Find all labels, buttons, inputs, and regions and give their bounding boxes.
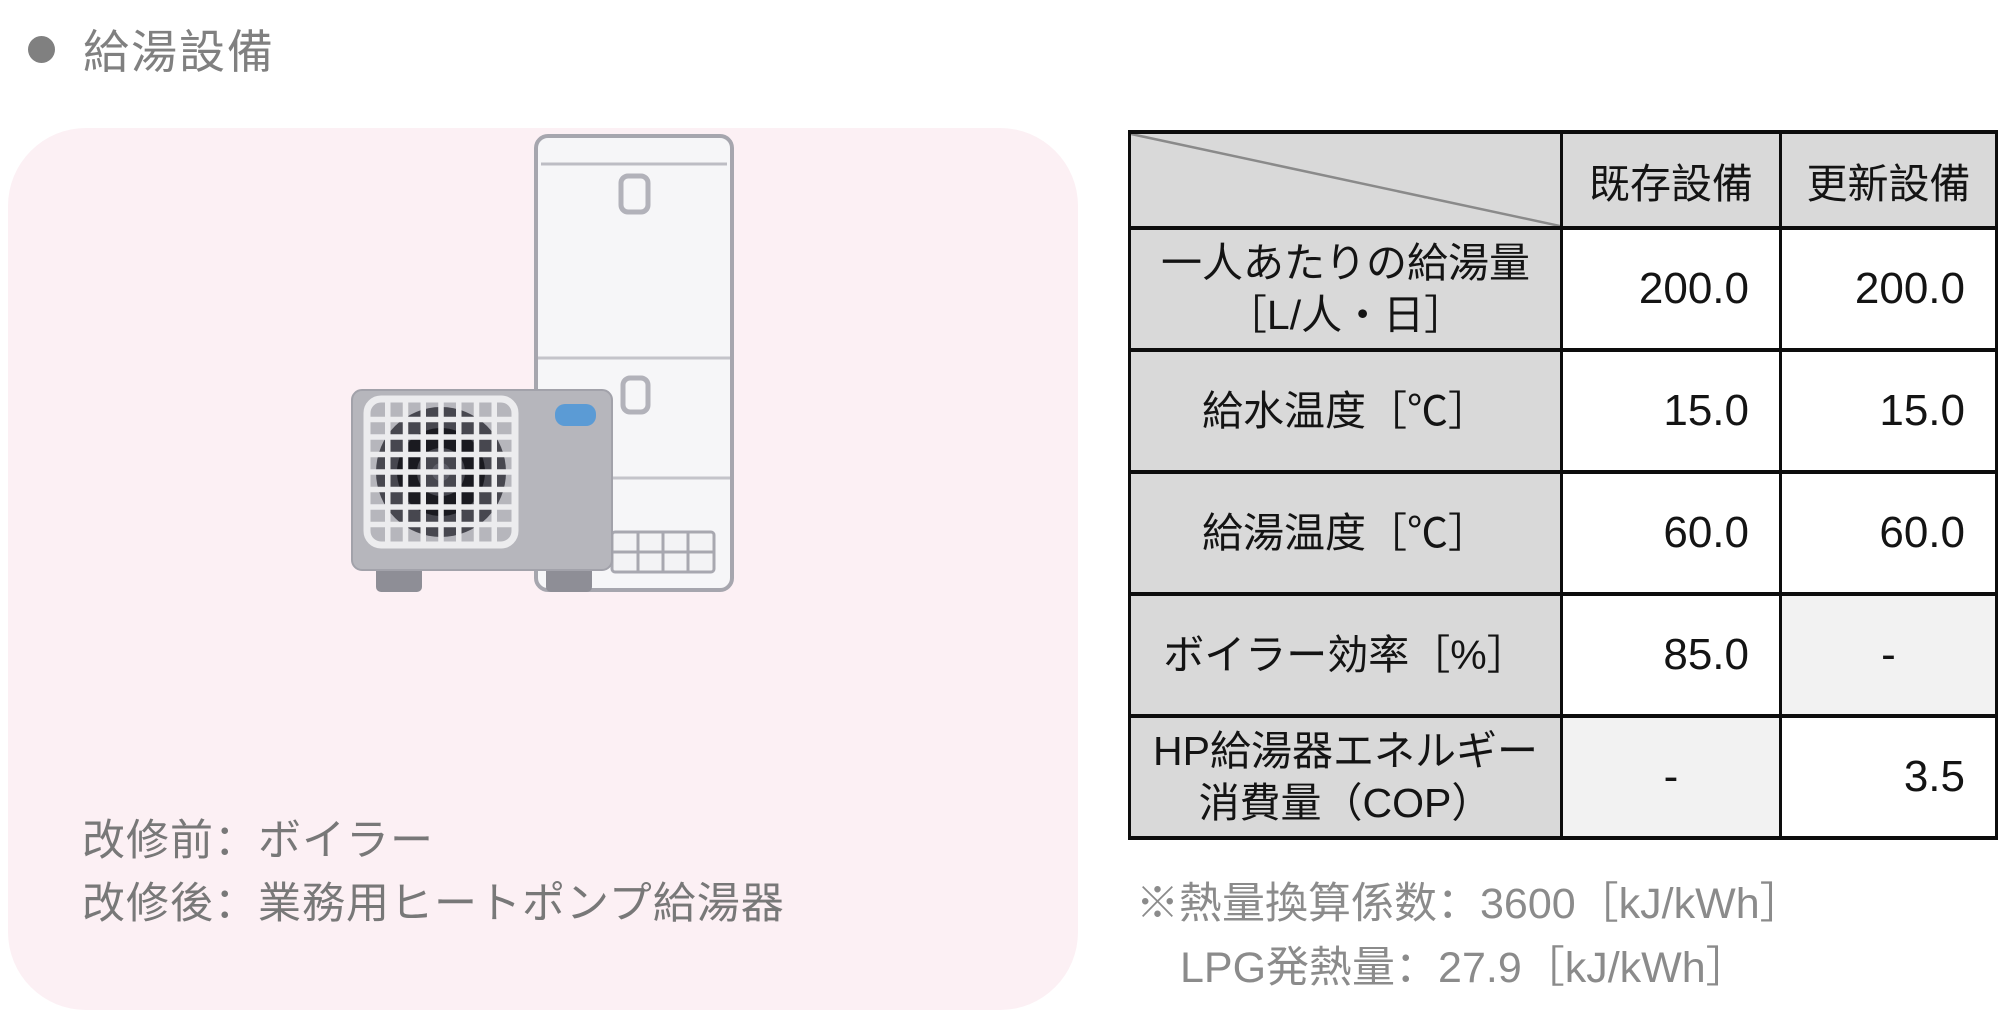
value-cell-updated: 3.5 — [1779, 714, 1998, 840]
equipment-illustration-panel: 改修前：ボイラー 改修後：業務用ヒートポンプ給湯器 — [8, 128, 1078, 1010]
heat-pump-water-heater-illustration — [351, 134, 734, 592]
outdoor-unit — [351, 389, 613, 592]
table-row: HP給湯器エネルギー 消費量（COP） - 3.5 — [1128, 714, 1998, 840]
value-cell-updated-na: - — [1779, 592, 1998, 718]
col-header-updated: 更新設備 — [1779, 130, 1998, 230]
page-header: 給湯設備 — [28, 16, 275, 82]
equipment-spec-table: 既存設備 更新設備 一人あたりの給湯量 ［L/人・日］ 200.0 200.0 … — [1128, 130, 1998, 840]
value-cell-existing: 60.0 — [1560, 470, 1782, 596]
footnote-lpg-heat-value: LPG発熱量：27.9［kJ/kWh］ — [1180, 944, 1749, 992]
diagonal-header-cell — [1128, 130, 1563, 230]
col-header-existing: 既存設備 — [1560, 130, 1782, 230]
renovation-caption: 改修前：ボイラー 改修後：業務用ヒートポンプ給湯器 — [82, 810, 785, 936]
blue-label — [555, 404, 596, 426]
value-cell-existing: 15.0 — [1560, 348, 1782, 474]
grille-frame — [363, 395, 519, 549]
footnote-conversion-factor: ※熱量換算係数：3600［kJ/kWh］ — [1136, 880, 1803, 928]
caption-after: 改修後：業務用ヒートポンプ給湯器 — [82, 880, 785, 928]
page-title: 給湯設備 — [83, 26, 275, 78]
caption-before: 改修前：ボイラー — [82, 817, 434, 865]
table-row: 給湯温度［℃］ 60.0 60.0 — [1128, 470, 1998, 596]
row-label-cell: 給水温度［℃］ — [1128, 348, 1563, 474]
value-cell-updated: 60.0 — [1779, 470, 1998, 596]
row-label-cell: 一人あたりの給湯量 ［L/人・日］ — [1128, 226, 1563, 352]
value-cell-existing: 200.0 — [1560, 226, 1782, 352]
value-cell-updated: 200.0 — [1779, 226, 1998, 352]
table-row: 給水温度［℃］ 15.0 15.0 — [1128, 348, 1998, 474]
row-label-cell: 給湯温度［℃］ — [1128, 470, 1563, 596]
diagonal-line — [1131, 134, 1560, 226]
value-cell-updated: 15.0 — [1779, 348, 1998, 474]
table-footnotes: ※熱量換算係数：3600［kJ/kWh］ LPG発熱量：27.9［kJ/kWh］ — [1136, 872, 1803, 1000]
value-cell-existing-na: - — [1560, 714, 1782, 840]
table-row: 一人あたりの給湯量 ［L/人・日］ 200.0 200.0 — [1128, 226, 1998, 352]
row-label-cell: HP給湯器エネルギー 消費量（COP） — [1128, 714, 1563, 840]
grille-grid — [370, 402, 512, 542]
value-cell-existing: 85.0 — [1560, 592, 1782, 718]
row-label-cell: ボイラー効率［%］ — [1128, 592, 1563, 718]
bullet-icon — [28, 35, 55, 63]
table-row: ボイラー効率［%］ 85.0 - — [1128, 592, 1998, 718]
